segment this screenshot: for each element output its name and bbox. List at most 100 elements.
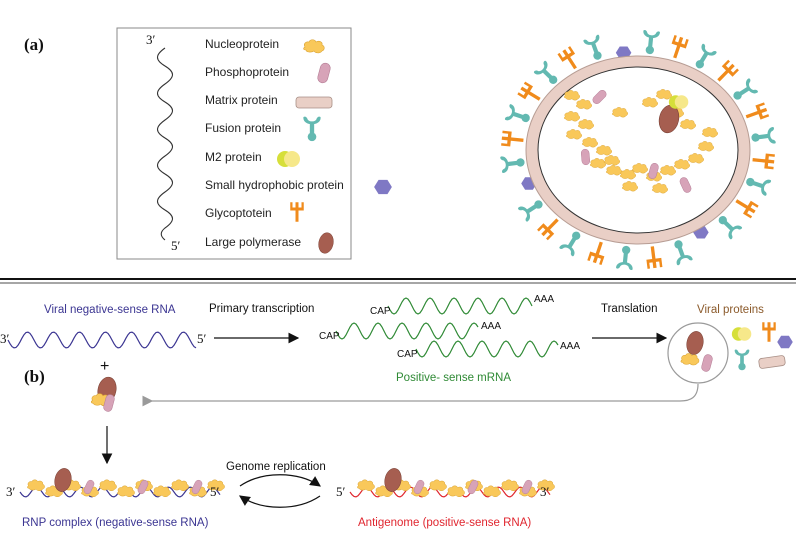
nucleoprotein-icon xyxy=(589,158,606,169)
glycoprotein-icon xyxy=(713,59,739,86)
fusion-protein-icon xyxy=(641,29,661,55)
nucleoprotein-icon xyxy=(563,90,580,101)
m2-protein-icon xyxy=(277,151,300,167)
small-hydrophobic-protein-icon xyxy=(374,179,392,195)
cap-label-3: CAP xyxy=(397,349,418,360)
panel-b-label: (b) xyxy=(24,367,45,386)
polya-label-2: AAA xyxy=(481,321,501,332)
nucleoprotein-icon xyxy=(641,97,658,108)
antigenome-complex xyxy=(349,466,555,498)
nucleoprotein-icon xyxy=(673,159,690,170)
glycoprotein-icon xyxy=(732,194,759,219)
nucleoprotein-icon xyxy=(605,165,622,176)
glycoprotein-icon xyxy=(501,130,525,148)
genome-replication-label: Genome replication xyxy=(226,461,326,473)
cap-label-1: CAP xyxy=(370,306,391,317)
legend-box xyxy=(116,27,352,260)
fusion-protein-icon xyxy=(690,43,718,73)
legend-label-fusion: Fusion protein xyxy=(205,121,281,135)
rnp-highlight-circle xyxy=(667,322,729,384)
nucleoprotein-icon xyxy=(595,145,612,156)
antigenome-5-prime: 5′ xyxy=(336,484,346,499)
small-hydrophobic-protein-icon xyxy=(777,335,793,349)
glycoprotein-icon xyxy=(762,322,776,342)
legend-label-m2: M2 protein xyxy=(205,150,262,164)
nucleoprotein-icon xyxy=(501,479,519,492)
translation-label: Translation xyxy=(601,303,657,315)
legend-label-polymerase: Large polymerase xyxy=(205,235,301,249)
legend: Nucleoprotein Phosphoprotein Matrix prot… xyxy=(205,37,392,255)
fusion-protein-icon xyxy=(750,126,776,147)
polya-label-3: AAA xyxy=(560,341,580,352)
nucleoprotein-icon xyxy=(171,479,189,492)
m2-protein-icon xyxy=(731,327,752,341)
nucleoprotein-icon xyxy=(565,129,582,140)
nucleoprotein-icon xyxy=(577,119,594,130)
antigenome-label: Antigenome (positive-sense RNA) xyxy=(358,517,531,529)
replication-arrow-back xyxy=(239,495,321,508)
primary-transcription-label: Primary transcription xyxy=(209,303,314,315)
rnp-complex xyxy=(19,466,225,498)
plus-sign: + xyxy=(100,358,109,375)
fusion-protein-icon xyxy=(583,34,607,63)
nucleoprotein-icon xyxy=(99,479,117,492)
neg-rna-3-prime: 3′ xyxy=(0,331,10,346)
nucleoprotein-icon xyxy=(303,39,325,54)
legend-label-glycoprotein: Glycoptotein xyxy=(205,206,272,220)
nucleoprotein-icon xyxy=(631,163,648,174)
nucleoprotein-icon xyxy=(429,479,447,492)
polymerase-icon xyxy=(686,330,704,356)
nucleoprotein-icon xyxy=(611,107,628,118)
replication-arrow-forward xyxy=(239,474,321,487)
fusion-protein-icon xyxy=(558,227,586,257)
return-arrow xyxy=(142,383,699,407)
fusion-protein-icon xyxy=(743,172,772,197)
nucleoprotein-icon xyxy=(117,485,135,498)
phosphoprotein-icon xyxy=(701,353,713,373)
mrna-strand-3 xyxy=(415,340,559,358)
glycoprotein-icon xyxy=(667,34,689,61)
nucleoprotein-icon xyxy=(687,153,704,164)
mrna-strand-1 xyxy=(387,297,533,315)
legend-label-small-hydrophobic: Small hydrophobic protein xyxy=(205,178,344,192)
strand-3-prime: 3′ xyxy=(146,32,156,47)
nucleoprotein-icon xyxy=(27,479,45,492)
nucleoprotein-icon xyxy=(153,485,171,498)
rnp-label: RNP complex (negative-sense RNA) xyxy=(22,517,209,529)
legend-label-matrix: Matrix protein xyxy=(205,93,278,107)
glycoprotein-icon xyxy=(644,245,663,269)
fusion-protein-icon xyxy=(669,237,693,266)
neg-rna-strand xyxy=(7,331,197,349)
legend-label-nucleoprotein: Nucleoprotein xyxy=(205,37,279,51)
rna-strand xyxy=(156,47,174,241)
m2-protein-icon xyxy=(668,95,689,109)
viral-proteins-label: Viral proteins xyxy=(697,304,764,316)
nucleoprotein-icon xyxy=(697,141,714,152)
glycoprotein-icon xyxy=(517,81,544,106)
nucleoprotein-icon xyxy=(680,353,700,366)
glycoprotein-icon xyxy=(743,102,770,124)
strand-5-prime: 5′ xyxy=(171,238,181,253)
nucleoprotein-icon xyxy=(659,165,676,176)
matrix-protein-icon xyxy=(758,355,786,369)
nucleoprotein-icon xyxy=(563,111,580,122)
nucleoprotein-icon xyxy=(701,127,718,138)
virion xyxy=(500,29,776,271)
glycoprotein-icon xyxy=(751,152,775,170)
nucleoprotein-icon xyxy=(651,183,668,194)
nucleoprotein-icon xyxy=(483,485,501,498)
nucleoprotein-icon xyxy=(357,479,375,492)
fusion-protein-icon xyxy=(504,103,533,128)
nucleoprotein-icon xyxy=(621,181,638,192)
rnp-5-prime: 5′ xyxy=(210,484,220,499)
antigenome-3-prime: 3′ xyxy=(540,484,550,499)
glycoprotein-icon xyxy=(557,46,582,73)
polya-label-1: AAA xyxy=(534,294,554,305)
pos-mrna-label: Positive- sense mRNA xyxy=(396,372,511,384)
fusion-protein-icon xyxy=(500,153,526,174)
panel-a-label: (a) xyxy=(24,35,44,54)
legend-label-phosphoprotein: Phosphoprotein xyxy=(205,65,289,79)
neg-rna-5-prime: 5′ xyxy=(197,331,207,346)
nucleoprotein-icon xyxy=(447,485,465,498)
